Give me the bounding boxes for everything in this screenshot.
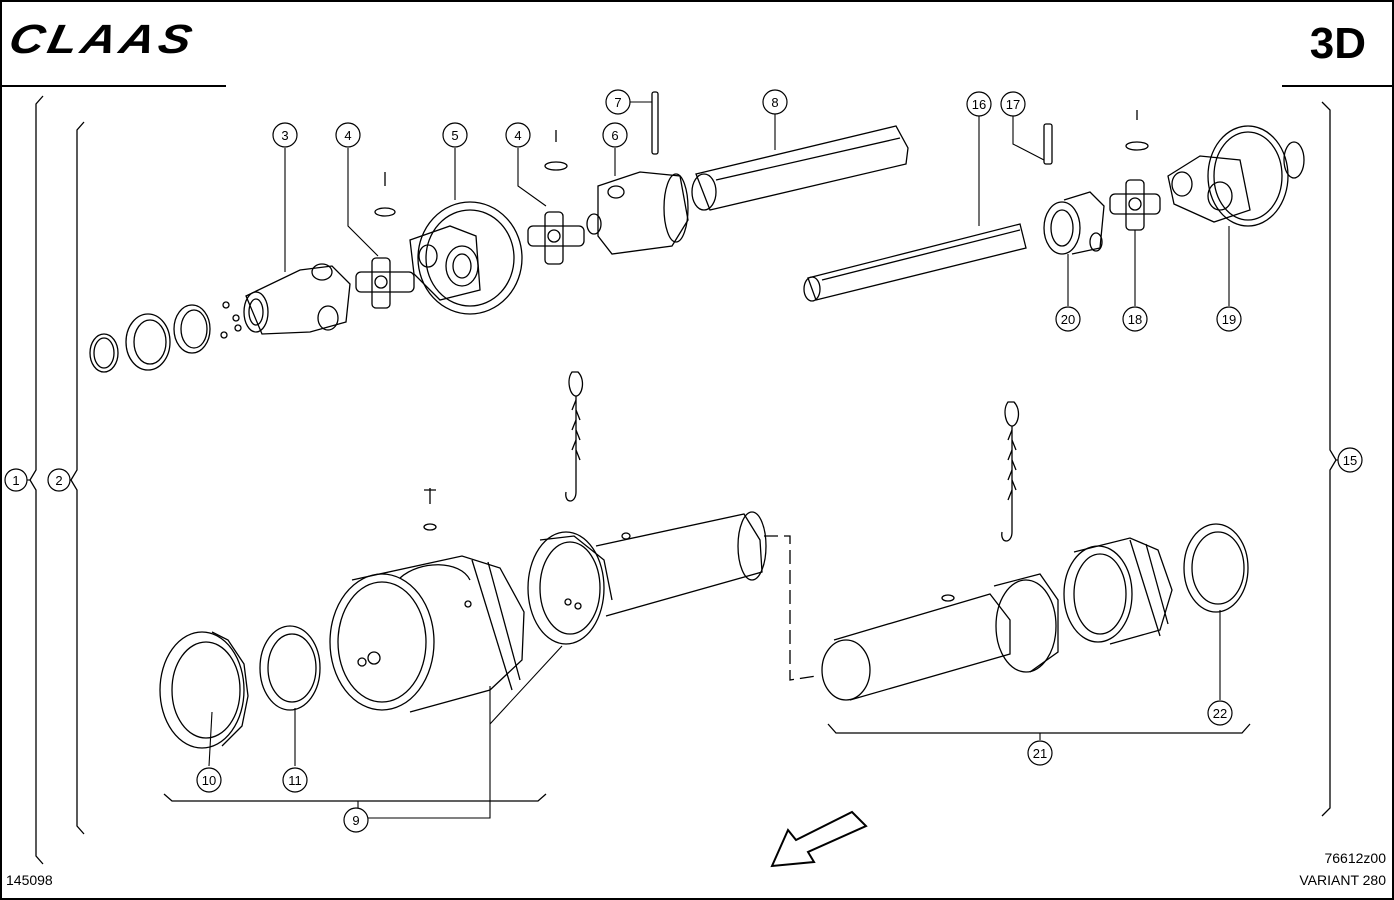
- screw: [424, 488, 436, 504]
- callout-label: 11: [288, 773, 302, 788]
- callout-7: [605, 89, 631, 115]
- guard-tube-left: [595, 511, 767, 617]
- guard-tube-right: [821, 593, 1011, 701]
- callout-16: [966, 91, 992, 117]
- callout-label: 1: [12, 473, 19, 488]
- callout-8: [762, 89, 788, 115]
- callout-label: 3: [281, 128, 288, 143]
- callout-3: [272, 122, 298, 148]
- profile-tube-16: [803, 223, 1027, 302]
- yoke-6: [586, 171, 689, 255]
- bracket-2: [70, 121, 85, 835]
- document-number: 145098: [6, 872, 53, 888]
- callout-label: 4: [514, 128, 521, 143]
- brand-logo: CLAAS: [4, 17, 200, 63]
- callout-17: [1000, 91, 1026, 117]
- callout-label: 22: [1213, 706, 1227, 721]
- ring-10: [159, 631, 249, 749]
- callout-label: 15: [1343, 453, 1357, 468]
- callout-1: [4, 468, 28, 492]
- bracket-21: [827, 723, 1251, 734]
- dashed-link: [764, 535, 817, 681]
- callout-label: 5: [451, 128, 458, 143]
- yoke-20: [1043, 191, 1105, 255]
- page-code: 3D: [1309, 19, 1366, 68]
- callout-19: [1216, 306, 1242, 332]
- ring-small: [89, 333, 119, 373]
- callout-21: [1027, 740, 1053, 766]
- leader-lines: [18, 101, 1350, 819]
- callout-label: 7: [614, 95, 621, 110]
- seal-ring: [125, 313, 171, 371]
- callout-label: 6: [611, 128, 618, 143]
- cross-18: [1109, 110, 1161, 231]
- bracket-15: [1321, 101, 1337, 817]
- callout-label: 10: [202, 773, 216, 788]
- guard-cone-left: [329, 555, 525, 713]
- callout-label: 4: [344, 128, 351, 143]
- callout-4a: [335, 122, 361, 148]
- callout-9: [343, 807, 369, 833]
- callout-2: [47, 468, 71, 492]
- callout-label: 9: [352, 813, 359, 828]
- guard-bearing-ring: [527, 531, 613, 645]
- yoke-3: [245, 265, 351, 335]
- pin-7: [651, 91, 659, 155]
- chain-right: [1001, 401, 1020, 542]
- flange-yoke-5: [409, 201, 523, 315]
- drawing-number: 76612z00: [1324, 850, 1386, 866]
- callout-label: 21: [1033, 746, 1047, 761]
- callout-15: [1337, 447, 1363, 473]
- direction-arrow: [770, 810, 868, 868]
- callout-label: 17: [1006, 97, 1020, 112]
- ring-22: [1183, 523, 1249, 613]
- bearing-ring: [173, 304, 211, 354]
- cross-4b: [527, 130, 585, 265]
- chain-left: [565, 371, 584, 502]
- guard-cone-right: [1063, 537, 1173, 645]
- cross-4a: [355, 172, 415, 309]
- callout-5: [442, 122, 468, 148]
- callout-label: 2: [55, 473, 62, 488]
- callout-10: [196, 767, 222, 793]
- callout-20: [1055, 306, 1081, 332]
- ring-11: [259, 625, 321, 711]
- bracket-1: [29, 95, 44, 865]
- callout-6: [602, 122, 628, 148]
- guard-bearing-right: [993, 573, 1059, 673]
- callout-label: 19: [1222, 312, 1236, 327]
- callout-4b: [505, 122, 531, 148]
- pin-17: [1043, 123, 1053, 165]
- variant-label: VARIANT 280: [1299, 872, 1386, 888]
- wide-angle-joint-19: [1167, 125, 1305, 227]
- callout-label: 20: [1061, 312, 1075, 327]
- callout-22: [1207, 700, 1233, 726]
- callout-11: [282, 767, 308, 793]
- callout-label: 16: [972, 97, 986, 112]
- bracket-9: [163, 793, 547, 802]
- profile-tube-8: [691, 125, 909, 211]
- callout-18: [1122, 306, 1148, 332]
- callout-label: 8: [771, 95, 778, 110]
- callout-label: 18: [1128, 312, 1142, 327]
